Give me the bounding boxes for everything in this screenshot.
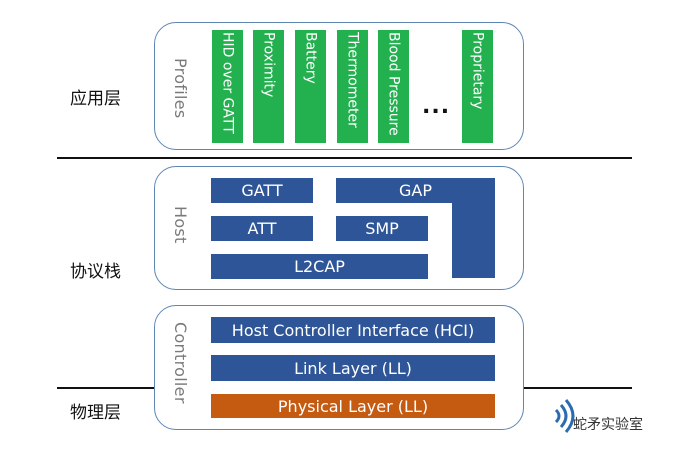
- host-label: Host: [171, 206, 190, 244]
- hci-block: Host Controller Interface (HCI): [211, 317, 495, 343]
- layer-label-protocol-stack: 协议栈: [70, 262, 121, 282]
- smp-block: SMP: [336, 216, 428, 241]
- att-block: ATT: [211, 216, 313, 241]
- gatt-block: GATT: [211, 178, 313, 203]
- profiles-label: Profiles: [171, 58, 190, 119]
- watermark-text: 蛇矛实验室: [573, 417, 643, 433]
- gap-block: GAP: [336, 178, 495, 278]
- profile-proprietary: Proprietary: [462, 30, 493, 143]
- profiles-ellipsis: ...: [422, 94, 451, 119]
- profile-proximity: Proximity: [253, 30, 284, 143]
- profile-blood-pressure: Blood Pressure: [378, 30, 409, 143]
- layer-label-application: 应用层: [70, 89, 121, 109]
- layer-label-physical: 物理层: [70, 403, 121, 423]
- l2cap-block: L2CAP: [211, 254, 428, 279]
- gap-block-side: [452, 178, 495, 278]
- profile-thermometer: Thermometer: [337, 30, 368, 143]
- wifi-signal-icon: [546, 396, 582, 436]
- physical-layer-block: Physical Layer (LL): [211, 394, 495, 418]
- profile-hid-over-gatt: HID over GATT: [212, 30, 243, 143]
- separator-line-top: [57, 157, 632, 159]
- profile-battery: Battery: [295, 30, 326, 143]
- controller-label: Controller: [171, 322, 190, 404]
- gap-label: GAP: [399, 181, 432, 200]
- link-layer-block: Link Layer (LL): [211, 355, 495, 381]
